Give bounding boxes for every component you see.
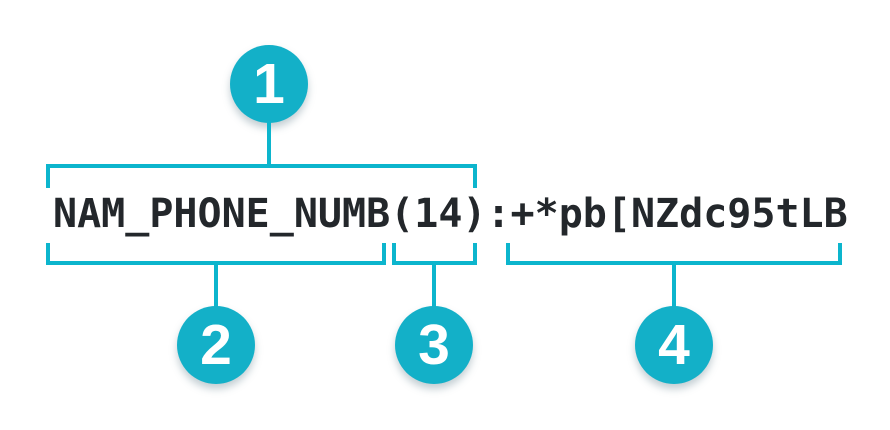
connector-line-3: [432, 264, 436, 307]
connector-line-2: [214, 264, 218, 307]
connector-line-4: [672, 264, 676, 307]
bracket-size: [392, 243, 477, 265]
callout-badge-3: 3: [395, 306, 473, 384]
bracket-detector-with-size: [46, 164, 477, 188]
connector-line-1: [267, 121, 271, 165]
callout-badge-2: 2: [177, 306, 255, 384]
bracket-value: [506, 243, 842, 265]
callout-badge-4: 4: [635, 306, 713, 384]
callout-badge-1: 1: [230, 45, 308, 123]
token-text: NAM_PHONE_NUMB(14):+*pb[NZdc95tLB: [53, 191, 848, 237]
bracket-detector-name: [46, 243, 386, 265]
